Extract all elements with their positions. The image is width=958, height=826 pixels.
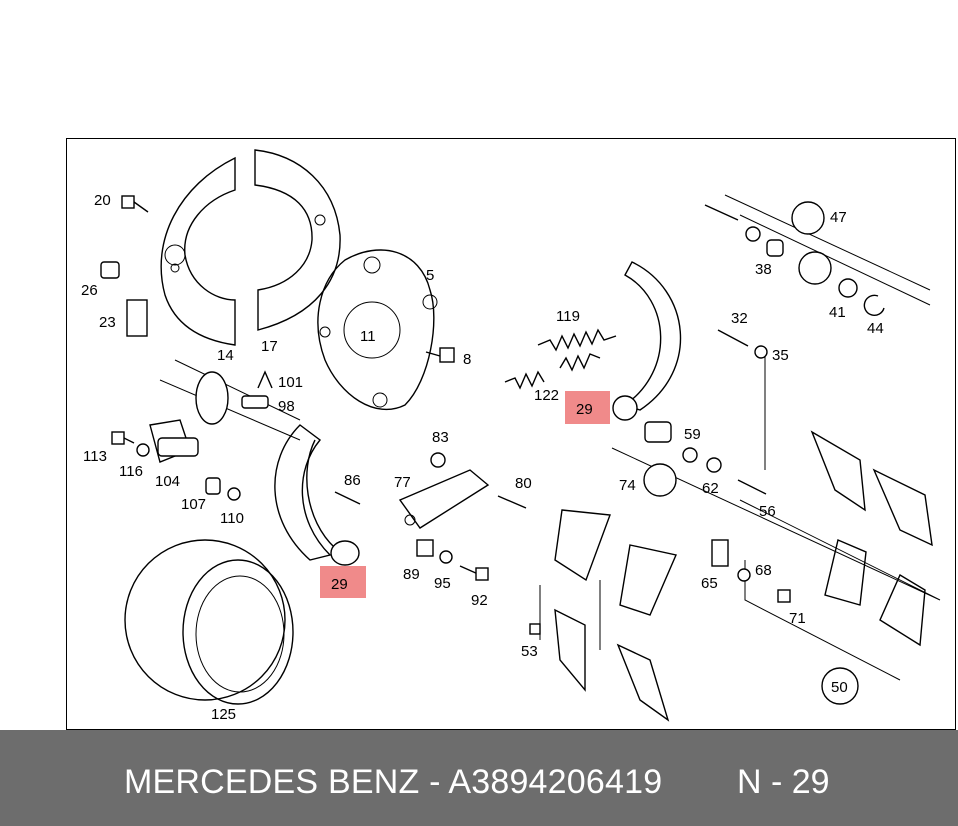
linings bbox=[554, 430, 933, 722]
label-17: 17 bbox=[261, 338, 278, 355]
label-104: 104 bbox=[155, 473, 180, 490]
backing-plate-right bbox=[254, 149, 341, 331]
label-77: 77 bbox=[394, 474, 411, 491]
pin-47 bbox=[704, 204, 739, 221]
clip-23 bbox=[126, 299, 148, 337]
diagram-reference: N - 29 bbox=[737, 763, 830, 801]
label-65: 65 bbox=[701, 575, 718, 592]
label-26: 26 bbox=[81, 282, 98, 299]
rivet-53 bbox=[529, 623, 541, 635]
ring-38 bbox=[745, 226, 784, 257]
label-59: 59 bbox=[684, 426, 701, 443]
label-71: 71 bbox=[789, 610, 806, 627]
diagram-frame bbox=[66, 138, 956, 730]
bushing-41 bbox=[798, 251, 858, 298]
brake-shoe-lower bbox=[274, 424, 360, 566]
label-14: 14 bbox=[217, 347, 234, 364]
label-62: 62 bbox=[702, 480, 719, 497]
lever-77 bbox=[398, 469, 490, 529]
carrier-5 bbox=[317, 249, 438, 411]
washer-62 bbox=[706, 457, 722, 473]
label-23: 23 bbox=[99, 314, 116, 331]
cap-107 bbox=[205, 477, 221, 495]
label-53: 53 bbox=[521, 643, 538, 660]
label-29-lower: 29 bbox=[331, 576, 348, 593]
bushing-59 bbox=[644, 421, 698, 463]
label-50: 50 bbox=[831, 679, 848, 696]
label-20: 20 bbox=[94, 192, 111, 209]
backing-plate-left bbox=[160, 156, 236, 346]
ring-83 bbox=[430, 452, 446, 468]
wrench-icon-47 bbox=[791, 201, 825, 235]
pin-32 bbox=[717, 329, 749, 347]
bolt-92 bbox=[459, 565, 489, 581]
label-47: 47 bbox=[830, 209, 847, 226]
label-116: 116 bbox=[119, 463, 143, 480]
bolt-113 bbox=[111, 431, 135, 445]
parts-diagram: 20 26 23 14 17 5 11 8 101 98 113 116 104… bbox=[81, 149, 941, 723]
washer-116 bbox=[136, 443, 150, 457]
circlip-44 bbox=[863, 294, 885, 317]
label-110: 110 bbox=[220, 510, 244, 527]
label-41: 41 bbox=[829, 304, 846, 321]
pin-86 bbox=[334, 491, 361, 505]
label-89: 89 bbox=[403, 566, 420, 583]
wrench-icon-74 bbox=[643, 463, 677, 497]
label-35: 35 bbox=[772, 347, 789, 364]
highlight-29-upper bbox=[565, 391, 610, 424]
label-8: 8 bbox=[463, 351, 471, 368]
label-5: 5 bbox=[426, 267, 434, 284]
wheel-cylinder-104 bbox=[149, 419, 199, 463]
label-119: 119 bbox=[556, 308, 580, 325]
bolt-71 bbox=[777, 589, 791, 603]
part-labels: 20 26 23 14 17 5 11 8 101 98 113 116 104… bbox=[81, 192, 884, 723]
highlight-29-lower bbox=[320, 566, 366, 598]
label-107: 107 bbox=[181, 496, 206, 513]
label-101: 101 bbox=[278, 374, 303, 391]
brake-shoe-upper bbox=[612, 261, 682, 421]
label-74: 74 bbox=[619, 477, 636, 494]
plate-89 bbox=[416, 539, 434, 557]
pin-80 bbox=[497, 495, 527, 509]
ring-110 bbox=[227, 487, 241, 501]
label-29-upper: 29 bbox=[576, 401, 593, 418]
brake-drum-125 bbox=[124, 539, 294, 705]
label-80: 80 bbox=[515, 475, 532, 492]
kit-tree bbox=[539, 194, 941, 681]
label-122: 122 bbox=[534, 387, 559, 404]
spring-119 bbox=[537, 328, 617, 352]
washer-95 bbox=[439, 550, 453, 564]
label-92: 92 bbox=[471, 592, 488, 609]
label-38: 38 bbox=[755, 261, 772, 278]
bolt-20 bbox=[121, 195, 149, 213]
label-83: 83 bbox=[432, 429, 449, 446]
label-86: 86 bbox=[344, 472, 361, 489]
pin-56 bbox=[737, 479, 767, 495]
ring-35 bbox=[754, 345, 768, 359]
label-95: 95 bbox=[434, 575, 451, 592]
nut-26 bbox=[100, 261, 120, 279]
clip-101 bbox=[257, 370, 273, 389]
footer-bar bbox=[0, 730, 958, 826]
label-44: 44 bbox=[867, 320, 884, 337]
axle-tube bbox=[159, 359, 301, 441]
plate-65 bbox=[711, 539, 729, 567]
bolt-8 bbox=[425, 347, 455, 363]
eye-68 bbox=[737, 568, 751, 582]
pin-98 bbox=[241, 395, 269, 409]
label-98: 98 bbox=[278, 398, 295, 415]
circle-50 bbox=[821, 667, 859, 705]
label-125: 125 bbox=[211, 706, 236, 723]
label-11: 11 bbox=[360, 328, 376, 345]
label-113: 113 bbox=[83, 448, 107, 465]
label-32: 32 bbox=[731, 310, 748, 327]
spring-122 bbox=[504, 353, 601, 390]
part-number-title: MERCEDES BENZ - A3894206419 bbox=[124, 763, 663, 801]
label-68: 68 bbox=[755, 562, 772, 579]
label-56: 56 bbox=[759, 503, 776, 520]
